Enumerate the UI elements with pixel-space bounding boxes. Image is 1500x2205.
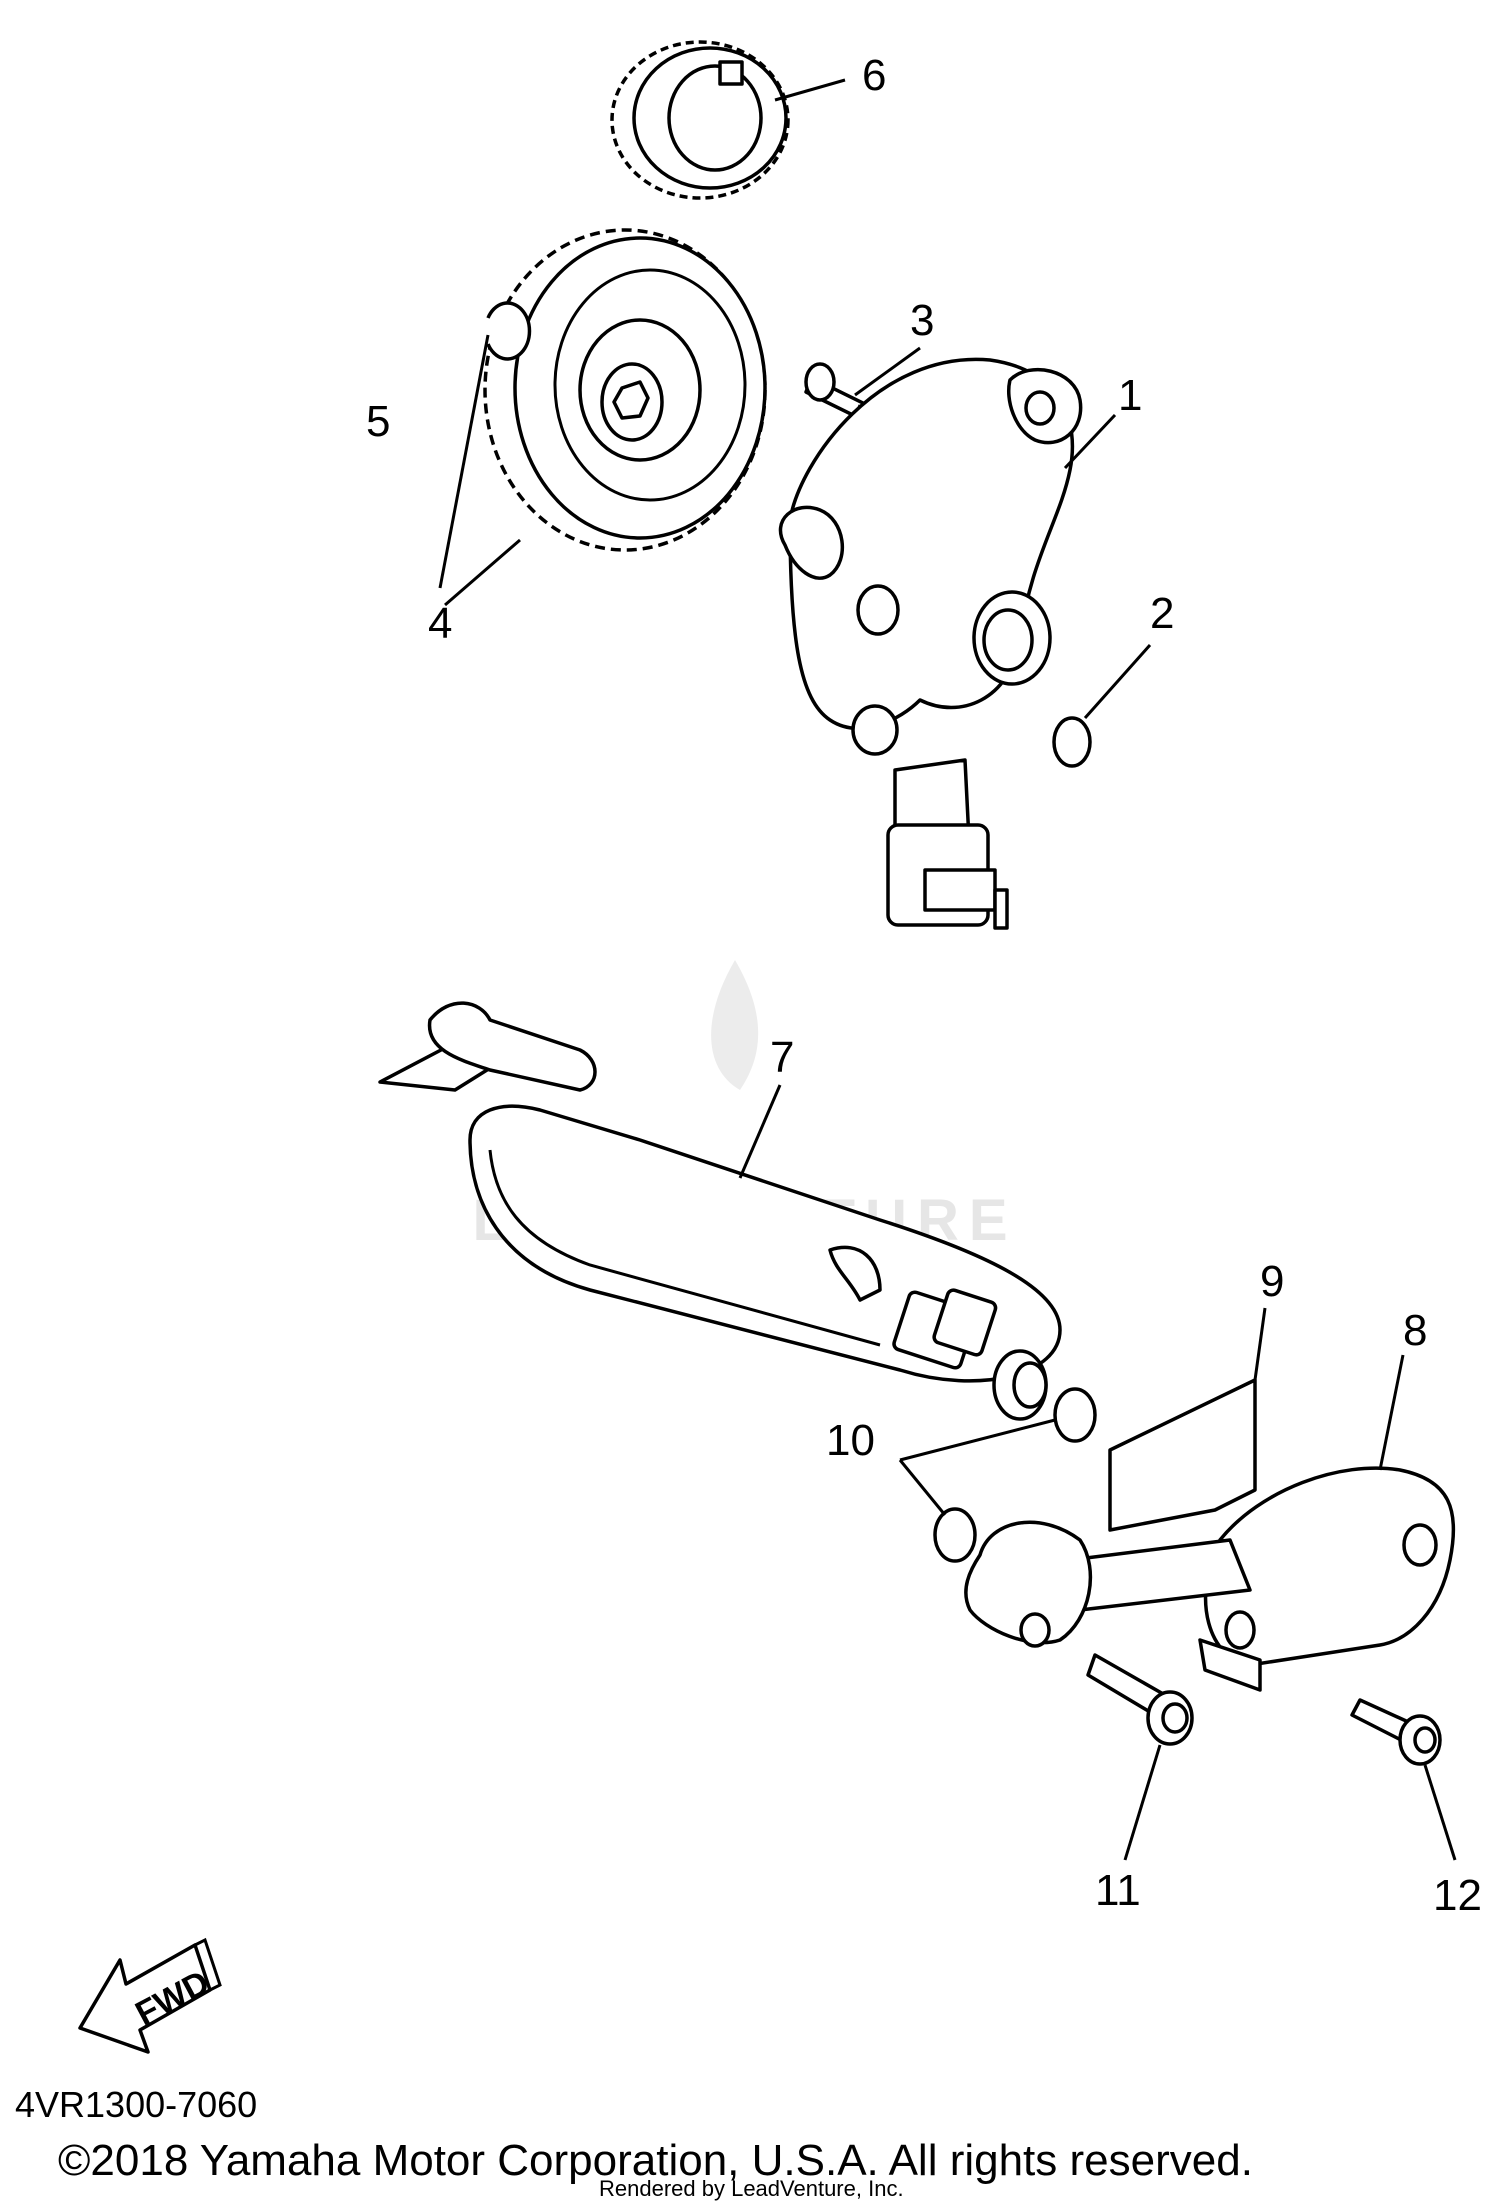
callout-6: 6 bbox=[862, 51, 886, 100]
callout-3: 3 bbox=[910, 296, 934, 345]
circlip-icon[interactable] bbox=[486, 301, 532, 361]
bolt-icon[interactable] bbox=[1086, 1653, 1194, 1746]
callout-4: 4 bbox=[428, 599, 452, 648]
pump-driven-gear-icon[interactable] bbox=[483, 228, 767, 552]
callout-9: 9 bbox=[1260, 1257, 1284, 1306]
callout-8: 8 bbox=[1403, 1306, 1427, 1355]
oil-delivery-pipe-icon[interactable] bbox=[964, 1466, 1456, 1692]
o-ring-icon[interactable] bbox=[1052, 716, 1092, 768]
callout-2: 2 bbox=[1150, 589, 1174, 638]
copyright-text: ©2018 Yamaha Motor Corporation, U.S.A. A… bbox=[58, 2136, 1253, 2185]
oil-pump-body-icon[interactable] bbox=[778, 357, 1083, 930]
gasket-icon[interactable] bbox=[1108, 1378, 1257, 1532]
leader-lines bbox=[438, 78, 1457, 1861]
callout-labels: 1 2 3 4 5 6 7 8 9 10 11 12 bbox=[366, 51, 1482, 1920]
oil-strainer-icon[interactable] bbox=[378, 1001, 1062, 1421]
diagram-code: 4VR1300-7060 bbox=[15, 2084, 257, 2125]
bolt-icon[interactable] bbox=[1350, 1698, 1442, 1766]
fwd-arrow-icon: FWD bbox=[78, 1937, 222, 2054]
o-ring-icon[interactable] bbox=[933, 1387, 1097, 1563]
drive-gear-icon[interactable] bbox=[610, 40, 790, 200]
callout-10: 10 bbox=[826, 1416, 875, 1465]
callout-7: 7 bbox=[770, 1033, 794, 1082]
rendered-by-text: Rendered by LeadVenture, Inc. bbox=[599, 2176, 904, 2201]
callout-1: 1 bbox=[1118, 371, 1142, 420]
callout-5: 5 bbox=[366, 397, 390, 446]
callout-11: 11 bbox=[1095, 1866, 1141, 1915]
callout-12: 12 bbox=[1433, 1871, 1482, 1920]
